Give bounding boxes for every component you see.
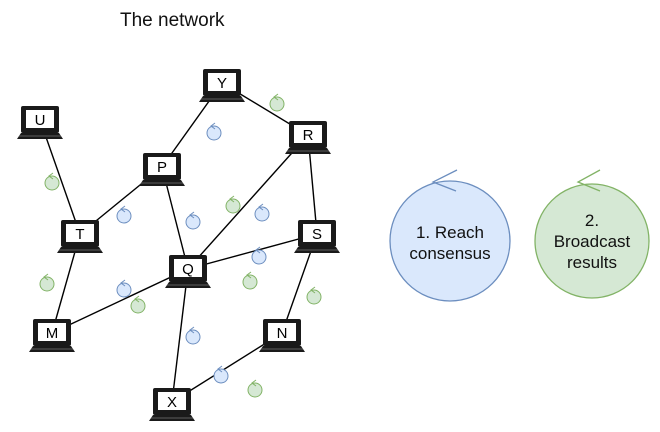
broadcast-marker bbox=[130, 295, 146, 314]
broadcast-circle bbox=[534, 183, 650, 299]
message-markers bbox=[39, 93, 322, 398]
cycle-arrow-icon bbox=[431, 169, 458, 192]
consensus-marker bbox=[185, 211, 201, 230]
broadcast-marker bbox=[225, 195, 241, 214]
broadcast-label-line1: 2. bbox=[584, 211, 600, 230]
consensus-marker bbox=[206, 122, 222, 141]
consensus-marker bbox=[213, 365, 229, 384]
consensus-label: 1. Reach consensus bbox=[392, 222, 508, 264]
consensus-cycle bbox=[389, 169, 511, 302]
node-label: Q bbox=[182, 261, 194, 278]
computer-nodes: U Y R P T S Q M N X bbox=[17, 69, 340, 421]
diagram-title: The network bbox=[120, 10, 225, 31]
node-u: U bbox=[17, 106, 63, 139]
node-label: S bbox=[312, 226, 322, 243]
node-p: P bbox=[139, 153, 185, 186]
node-label: U bbox=[35, 112, 46, 129]
broadcast-marker bbox=[269, 93, 285, 112]
node-label: T bbox=[75, 226, 84, 243]
broadcast-cycle bbox=[534, 169, 650, 299]
node-label: N bbox=[277, 325, 288, 342]
node-y: Y bbox=[199, 69, 245, 102]
broadcast-label-line2: Broadcast bbox=[553, 232, 631, 251]
node-q: Q bbox=[165, 255, 211, 288]
cycle-arrow-icon bbox=[576, 169, 601, 192]
node-label: R bbox=[303, 127, 314, 144]
broadcast-marker bbox=[242, 271, 258, 290]
broadcast-label: 2. Broadcast results bbox=[536, 210, 648, 273]
node-t: T bbox=[57, 220, 103, 253]
node-label: M bbox=[46, 325, 59, 342]
edge-r-q bbox=[187, 134, 309, 270]
consensus-marker bbox=[116, 205, 132, 224]
node-s: S bbox=[294, 220, 340, 253]
edge-q-s bbox=[187, 233, 318, 270]
consensus-circle bbox=[389, 180, 511, 302]
consensus-marker bbox=[116, 279, 132, 298]
consensus-marker bbox=[251, 246, 267, 265]
consensus-label-line1: 1. Reach bbox=[415, 223, 485, 242]
broadcast-marker bbox=[306, 286, 322, 305]
consensus-marker bbox=[185, 326, 201, 345]
node-label: Y bbox=[217, 75, 227, 92]
node-r: R bbox=[285, 121, 331, 154]
broadcast-label-line3: results bbox=[566, 253, 618, 272]
edge-q-m bbox=[51, 268, 189, 334]
consensus-marker bbox=[254, 203, 270, 222]
node-n: N bbox=[259, 319, 305, 352]
node-m: M bbox=[29, 319, 75, 352]
node-label: P bbox=[157, 159, 167, 176]
consensus-label-line2: consensus bbox=[409, 244, 491, 263]
node-x: X bbox=[149, 388, 195, 421]
node-label: X bbox=[167, 394, 177, 411]
broadcast-marker bbox=[39, 273, 55, 292]
broadcast-marker bbox=[44, 172, 60, 191]
edge-q-x bbox=[171, 268, 189, 403]
broadcast-marker bbox=[247, 379, 263, 398]
